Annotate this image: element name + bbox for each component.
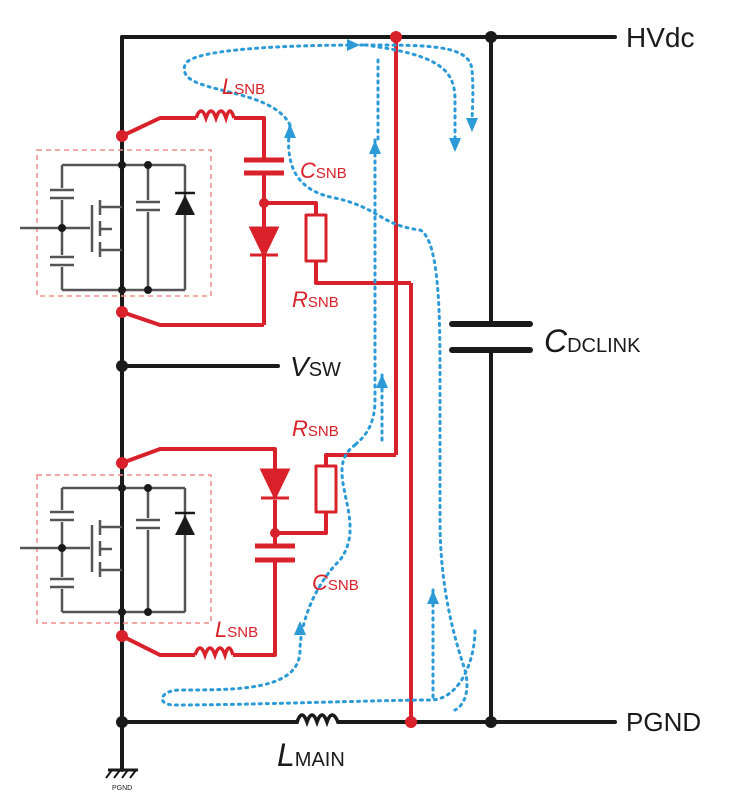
top-power-module bbox=[20, 149, 212, 297]
lmain-main: L bbox=[277, 737, 295, 773]
lmain-sub: MAIN bbox=[295, 749, 345, 771]
l-main-inductor bbox=[295, 713, 340, 728]
snubber-diodes bbox=[248, 226, 291, 501]
csnb-bot-main: C bbox=[312, 570, 328, 595]
snubber-wiring bbox=[121, 37, 413, 722]
junction-dots bbox=[116, 31, 497, 728]
hvdc-label: HVdc bbox=[626, 22, 694, 53]
ground-pgnd-label: PGND bbox=[112, 785, 132, 792]
rsnb-top-sub: SNB bbox=[308, 294, 339, 311]
ground-icon bbox=[105, 768, 138, 779]
rsnb-top-label: RSNB bbox=[292, 287, 339, 312]
csnb-top-label: CSNB bbox=[300, 158, 347, 183]
pgnd-label: PGND bbox=[626, 707, 701, 737]
snubber-junctions bbox=[116, 31, 417, 728]
csnb-top-main: C bbox=[300, 158, 316, 183]
main-wiring bbox=[120, 35, 617, 772]
lsnb-top-main: L bbox=[222, 74, 234, 99]
rsnb-top-main: R bbox=[292, 287, 308, 312]
cdclink-main: C bbox=[544, 323, 568, 359]
lsnb-bot-label: LSNB bbox=[215, 617, 258, 642]
bottom-power-module bbox=[20, 474, 212, 624]
vsw-main: V bbox=[290, 351, 311, 382]
lsnb-bot-main: L bbox=[215, 617, 227, 642]
snubber-inductors bbox=[193, 109, 236, 661]
rsnb-bot-sub: SNB bbox=[308, 423, 339, 440]
lsnb-bot-sub: SNB bbox=[227, 624, 258, 641]
cdclink-sub: DCLINK bbox=[567, 335, 641, 357]
rsnb-bot-main: R bbox=[292, 416, 308, 441]
current-direction-arrows bbox=[284, 39, 478, 635]
lsnb-top-label: LSNB bbox=[222, 74, 265, 99]
vsw-sub: SW bbox=[309, 359, 341, 381]
vsw-label: VSW bbox=[290, 351, 341, 382]
lmain-label: LMAIN bbox=[277, 737, 345, 773]
csnb-bot-sub: SNB bbox=[328, 577, 359, 594]
current-loop-paths bbox=[161, 43, 477, 712]
cdclink-label: CDCLINK bbox=[544, 323, 641, 359]
lsnb-top-sub: SNB bbox=[234, 81, 265, 98]
csnb-top-sub: SNB bbox=[316, 165, 347, 182]
csnb-bot-label: CSNB bbox=[312, 570, 359, 595]
rsnb-bot-label: RSNB bbox=[292, 416, 339, 441]
